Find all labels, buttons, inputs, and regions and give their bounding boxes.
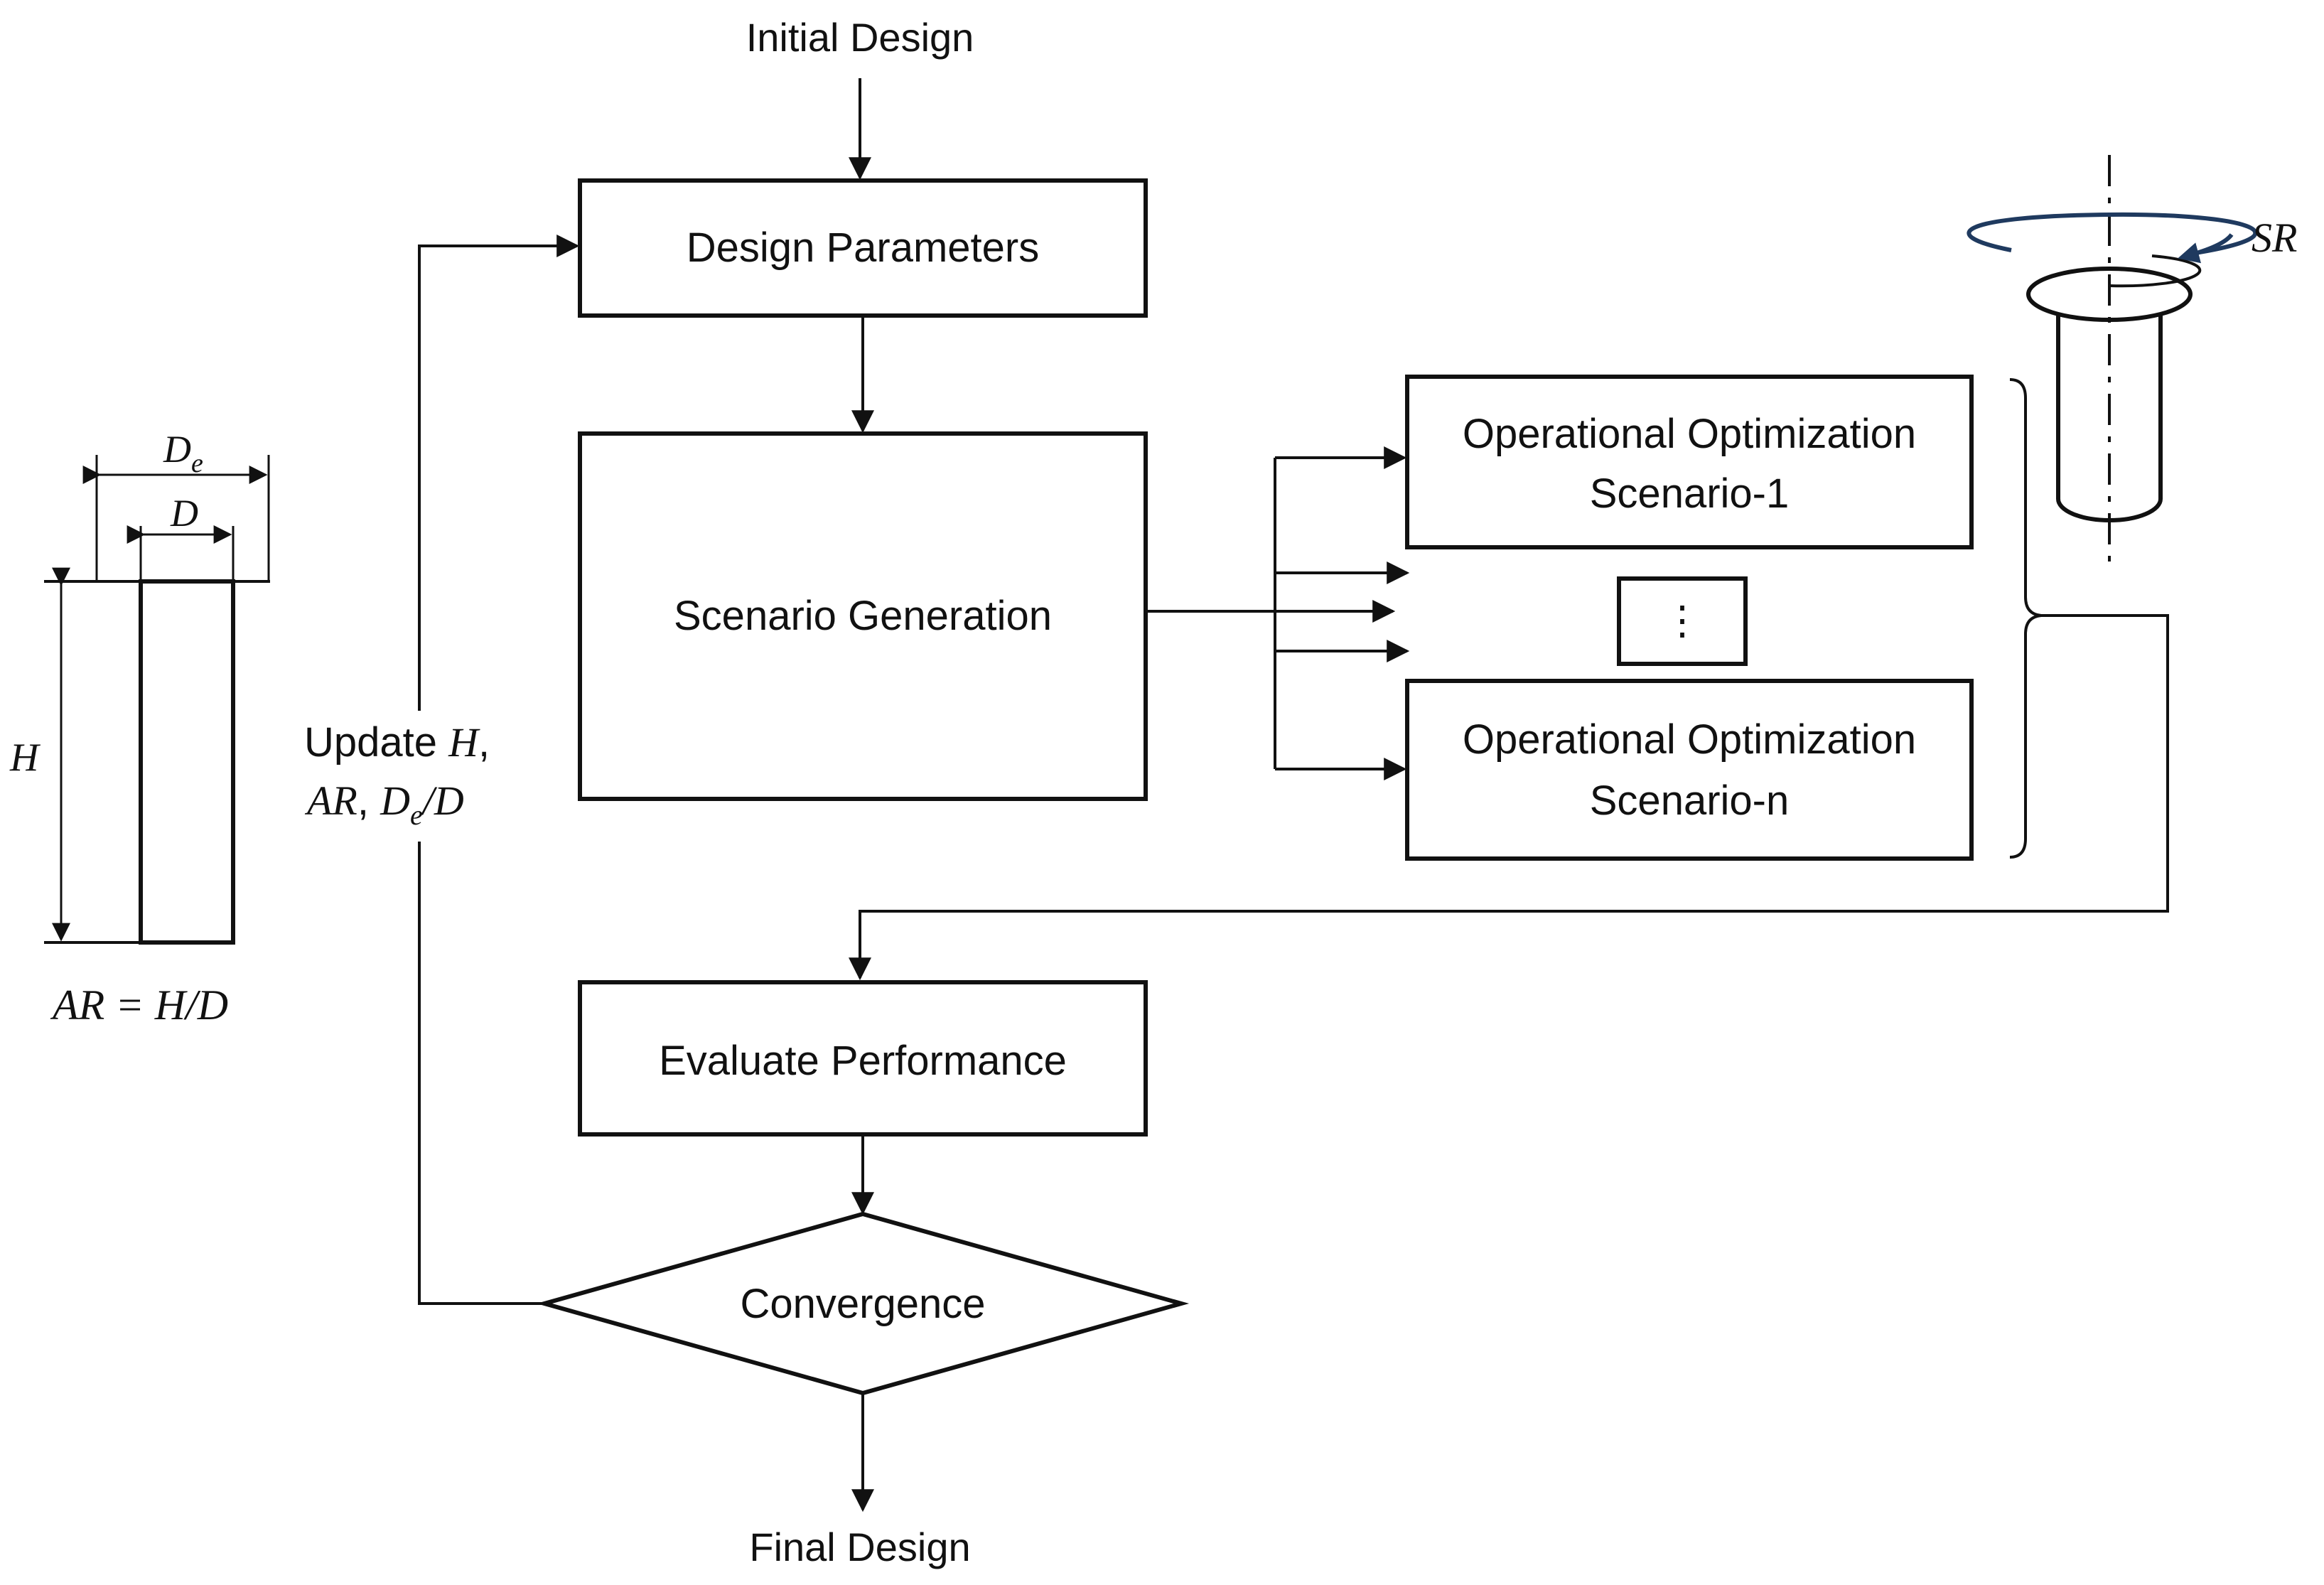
d-label: D (170, 492, 198, 534)
feedback-line-lower (418, 842, 544, 1305)
op-ellipsis-box (1617, 576, 1748, 666)
cylinder-bottom-curve (2056, 498, 2163, 522)
op-scenario-n-line2: Scenario-n (1590, 778, 1789, 824)
op-scenario-1-line1: Operational Optimization (1463, 411, 1916, 457)
h-label: H (9, 736, 41, 780)
sr-label: SR (2252, 215, 2297, 261)
op-ellipsis-label: ⋮ (1662, 598, 1702, 643)
scenario-group-brace (2009, 378, 2042, 859)
op-scenario-1-line2: Scenario-1 (1590, 471, 1789, 517)
design-parameters-label: Design Parameters (687, 225, 1039, 271)
feedback-label-line1: Update H, (304, 719, 490, 765)
rotation-arc (1967, 212, 2258, 257)
ar-formula: AR = H/D (50, 982, 228, 1028)
scenario-generation-box (578, 431, 1148, 801)
final-design-label: Final Design (749, 1525, 970, 1569)
op-scenario-n-box (1405, 679, 1974, 861)
rotation-arrow-icon (2178, 233, 2234, 264)
op-scenario-1-box (1405, 375, 1974, 549)
feedback-label-line2: AR, De/D (304, 778, 464, 831)
op-scenario-n-line1: Operational Optimization (1463, 716, 1916, 763)
scenario-generation-label: Scenario Generation (674, 593, 1052, 639)
de-label: De (163, 428, 203, 478)
initial-design-label: Initial Design (746, 15, 974, 60)
arrow-scenarios-to-evaluate (849, 614, 2169, 981)
evaluate-performance-label: Evaluate Performance (659, 1038, 1067, 1084)
column-body (139, 579, 235, 945)
feedback-line-upper (418, 235, 580, 711)
cylinder-top-ellipse (2026, 267, 2193, 322)
convergence-label: Convergence (741, 1281, 986, 1327)
